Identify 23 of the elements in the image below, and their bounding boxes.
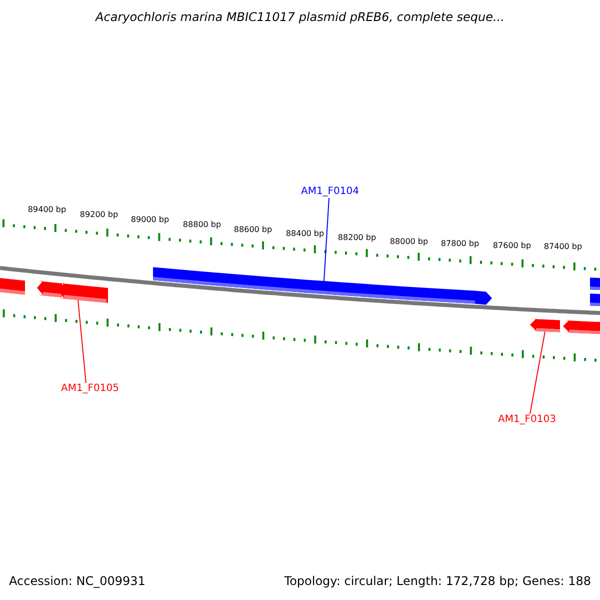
- tick-label: 87400 bp: [544, 242, 582, 251]
- tick-label: 87600 bp: [492, 241, 532, 250]
- tick-label: 88200 bp: [338, 233, 376, 242]
- tick-label: 89400 bp: [28, 205, 66, 214]
- gene-arrow: [58, 283, 108, 303]
- tick-label: 88400 bp: [286, 229, 324, 238]
- summary-text: Topology: circular; Length: 172,728 bp; Genes: 188: [284, 574, 591, 588]
- tick-label: 87800 bp: [440, 239, 480, 248]
- tick-label: 88800 bp: [182, 220, 222, 229]
- accession-text: Accession: NC_009931: [9, 574, 146, 588]
- leader-line: [78, 300, 86, 384]
- leader-line: [324, 198, 330, 282]
- tick-label: 88000 bp: [390, 237, 428, 246]
- map-title: Acaryochloris marina MBIC11017 plasmid pREB6, complete seque...: [94, 10, 506, 24]
- gene-arrow: [153, 267, 492, 305]
- tick-label: 89000 bp: [130, 215, 170, 224]
- tick-label: 88600 bp: [234, 225, 272, 234]
- gene-label: AM1_F0105: [60, 383, 120, 394]
- gene-label: AM1_F0104: [300, 186, 360, 197]
- tick-label: 89200 bp: [80, 210, 118, 219]
- gene-arrow: [530, 318, 560, 332]
- gene-label: AM1_F0103: [498, 414, 556, 425]
- leader-line: [530, 331, 546, 414]
